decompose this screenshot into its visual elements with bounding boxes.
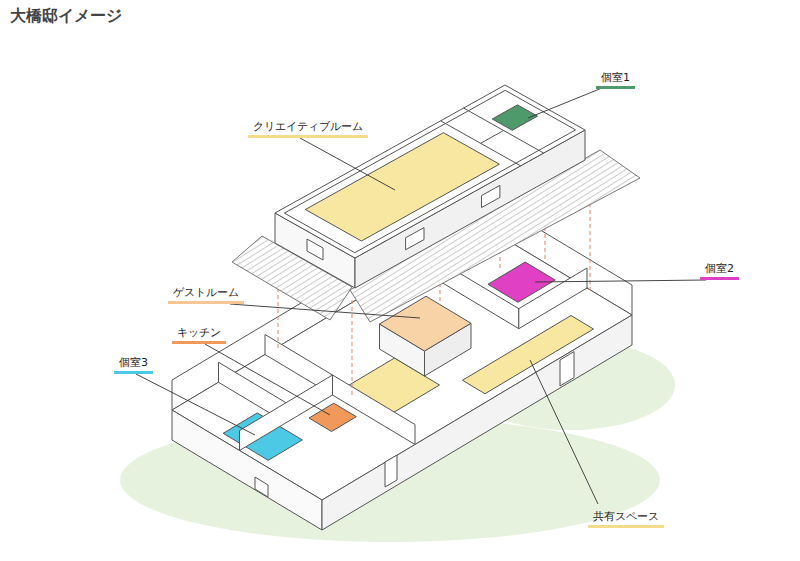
leader-line: [535, 280, 706, 282]
wall-top: [275, 85, 585, 258]
door: [385, 455, 397, 487]
window: [406, 228, 424, 250]
leader-line: [136, 374, 255, 435]
room-label: クリエイティブルーム: [248, 119, 368, 138]
leader-line: [528, 88, 602, 118]
room-label: 個室3: [114, 355, 153, 374]
projection-line: [352, 300, 353, 398]
partition-wall: [519, 268, 587, 329]
room-label: キッチン: [172, 325, 226, 344]
outer-wall: [322, 315, 632, 530]
window: [307, 239, 323, 260]
window: [482, 185, 500, 207]
leader-line: [530, 360, 598, 504]
partition-wall: [481, 131, 504, 144]
door: [560, 352, 574, 386]
window: [255, 477, 268, 497]
diagram-title: 大橋邸イメージ: [10, 6, 122, 27]
leader-line: [300, 138, 395, 190]
upper-floor: [275, 85, 585, 288]
room-floor: [492, 105, 537, 130]
room-label: 個室2: [700, 261, 739, 280]
outer-wall: [172, 410, 322, 530]
partition-wall: [240, 375, 333, 451]
room-label: 共有スペース: [588, 509, 664, 528]
room-label: ゲストルーム: [168, 285, 244, 304]
leader-lines: [136, 88, 706, 504]
room-floor: [305, 133, 499, 241]
inner-outline: [284, 90, 575, 252]
room-label: 個室1: [596, 70, 635, 89]
leader-line: [230, 304, 420, 318]
leader-line: [205, 344, 330, 415]
